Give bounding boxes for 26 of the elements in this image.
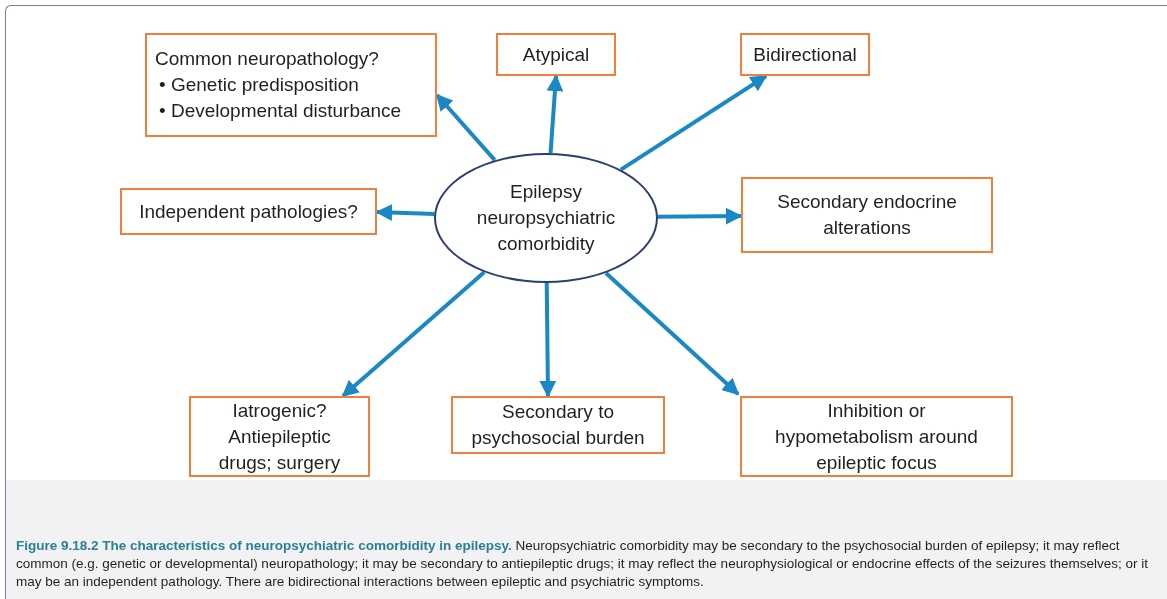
box-text: Bidirectional bbox=[753, 42, 857, 67]
characteristic-box bbox=[740, 33, 870, 76]
arrow bbox=[341, 270, 486, 398]
characteristic-box bbox=[451, 396, 665, 454]
box-text: Epilepsy neuropsychiatric comorbidity bbox=[475, 180, 617, 256]
box-text: Atypical bbox=[522, 42, 590, 67]
characteristic-box bbox=[145, 33, 437, 137]
arrow bbox=[619, 74, 768, 172]
characteristic-box bbox=[740, 396, 1013, 477]
box-text: Independent pathologies? bbox=[139, 199, 358, 224]
arrow bbox=[539, 282, 557, 398]
box-text: Inhibition or hypometabolism around epileptic focus bbox=[774, 398, 979, 475]
box-text: Common neuropathology? bbox=[155, 47, 379, 71]
box-text: Iatrogenic? Antiepileptic drugs; surgery bbox=[217, 398, 342, 475]
box-text: Secondary to psychosocial burden bbox=[470, 400, 646, 450]
bullet-item: • Developmental disturbance bbox=[158, 99, 402, 123]
arrow bbox=[657, 207, 743, 225]
characteristic-box bbox=[741, 177, 993, 253]
bullet-item: • Genetic predisposition bbox=[158, 73, 359, 97]
arrow bbox=[546, 74, 564, 154]
characteristic-box bbox=[496, 33, 616, 76]
characteristic-box bbox=[120, 188, 377, 235]
characteristic-box bbox=[189, 396, 370, 477]
box-text: Secondary endocrine alterations bbox=[776, 190, 958, 240]
figure-caption: Figure 9.18.2 The characteristics of neuropsychiatric comorbidity in epilepsy. Neuropsychiatric comorbidity may be secondary to the psychosocial burden of epilepsy; it may reflect common (e.g. genetic or developmental) neuropathology; it may be secondary to antiepileptic drugs; it may reflect the neurophysiological or endocrine effects of the seizures themselves; or it may be an independent pathology. There are bidirectional interactions between epileptic and psychiatric symptoms. bbox=[16, 537, 1150, 591]
arrow bbox=[604, 271, 740, 396]
